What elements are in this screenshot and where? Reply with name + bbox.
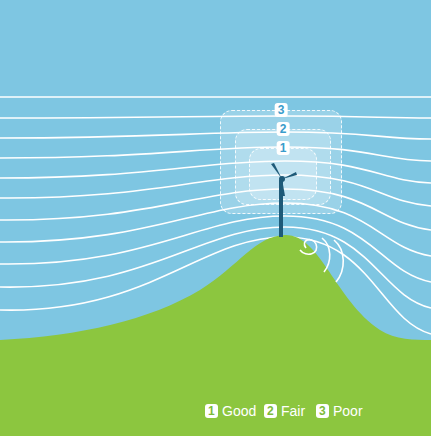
legend-number: 3 <box>316 404 329 418</box>
turbulence-swirl <box>300 238 343 282</box>
streamline <box>0 116 431 118</box>
swirl <box>300 240 317 255</box>
swirl <box>334 240 343 282</box>
swirl <box>322 238 330 272</box>
zone-number: 3 <box>275 103 288 117</box>
streamline <box>0 96 431 98</box>
zone-number: 2 <box>277 122 290 136</box>
streamline <box>0 132 431 139</box>
legend-text: Good <box>222 403 256 419</box>
streamline <box>0 203 431 256</box>
legend-text: Poor <box>333 403 363 419</box>
legend-number: 1 <box>205 404 218 418</box>
zone-number: 1 <box>277 141 290 155</box>
streamline <box>0 216 431 282</box>
streamline <box>0 175 431 206</box>
legend-text: Fair <box>281 403 305 419</box>
suitability-zone: 321 <box>220 110 342 214</box>
hill <box>0 235 431 436</box>
suitability-zone: 21 <box>235 129 331 205</box>
legend-number: 2 <box>264 404 277 418</box>
streamline <box>0 147 431 161</box>
suitability-zone: 1 <box>249 148 317 200</box>
